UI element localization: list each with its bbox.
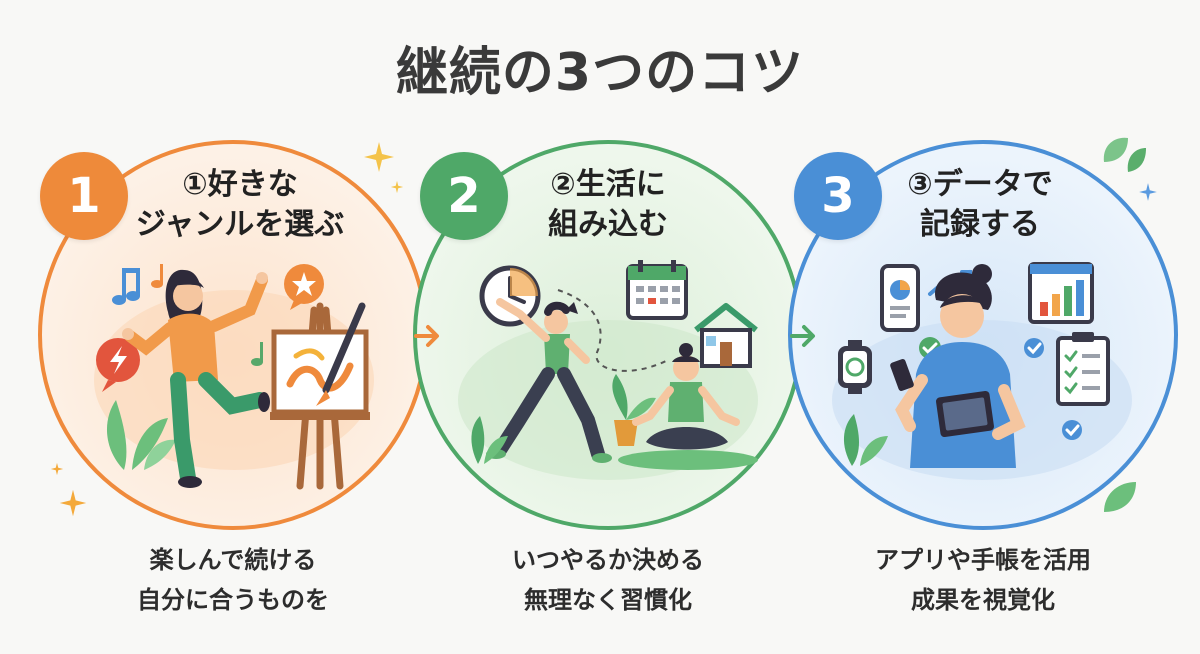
house-icon: [694, 303, 758, 368]
step-number-badge: 3: [794, 152, 882, 240]
step-3-title: ③データで 記録する: [850, 165, 1110, 245]
dancing-person-icon: [122, 269, 270, 488]
smartphone-chart-icon: [880, 264, 920, 332]
plant-icon: [471, 416, 508, 464]
step-title-line: ①好きな: [182, 167, 298, 202]
routine-illustration: [458, 260, 758, 480]
music-note-icon: [112, 268, 140, 305]
star-bubble-icon: [284, 264, 324, 310]
plant-icon: [843, 414, 888, 466]
description-line: 無理なく習慣化: [524, 586, 692, 614]
step-2-title: ②生活に 組み込む: [478, 165, 738, 245]
arrow-right-icon: [790, 325, 815, 347]
lightning-bubble-icon: [96, 338, 140, 392]
meditating-person-icon: [618, 343, 758, 470]
plant-icon: [106, 400, 176, 470]
sparkle-icon: [390, 180, 404, 194]
step-1-title: ①好きな ジャンルを選ぶ: [110, 165, 370, 245]
step-1-description: 楽しんで続ける 自分に合うものを: [63, 540, 403, 620]
potted-plant-icon: [612, 374, 656, 446]
bar-chart-window-icon: [1028, 262, 1094, 324]
step-number-badge: 2: [420, 152, 508, 240]
music-note-icon: [151, 264, 163, 288]
leaf-icon: [1103, 137, 1146, 172]
sparkle-icon: [1139, 183, 1157, 201]
sparkle-icon: [59, 489, 87, 517]
description-line: 自分に合うものを: [137, 586, 329, 614]
tracking-illustration: [832, 262, 1132, 480]
hobby-illustration: [94, 264, 374, 490]
description-line: アプリや手帳を活用: [875, 546, 1091, 574]
clock-icon: [479, 265, 541, 327]
step-2-description: いつやるか決める 無理なく習慣化: [438, 540, 778, 620]
description-line: 成果を視覚化: [911, 586, 1055, 614]
step-title-line: ③データで: [907, 167, 1053, 202]
step-title-line: 組み込む: [548, 207, 668, 242]
calendar-icon: [626, 260, 688, 320]
step-title-line: ②生活に: [550, 167, 666, 202]
leaf-icon: [1104, 482, 1136, 512]
sparkle-icon: [50, 462, 64, 476]
sparkle-icon: [364, 142, 394, 172]
step-title-line: 記録する: [920, 207, 1040, 242]
smartwatch-icon: [838, 340, 872, 394]
check-badge-icon: [1062, 420, 1082, 440]
page-title: 継続の3つのコツ: [395, 43, 805, 103]
person-with-tablet-icon: [890, 264, 1026, 468]
step-3-description: アプリや手帳を活用 成果を視覚化: [813, 540, 1153, 620]
step-title-line: ジャンルを選ぶ: [135, 207, 345, 242]
description-line: 楽しんで続ける: [149, 546, 317, 574]
arrow-right-icon: [414, 325, 439, 347]
check-badge-icon: [1024, 338, 1044, 358]
stretching-person-icon: [486, 298, 612, 463]
music-note-icon: [251, 342, 263, 366]
easel-painting-icon: [270, 302, 370, 490]
checklist-clipboard-icon: [1056, 332, 1110, 406]
step-number-badge: 1: [40, 152, 128, 240]
description-line: いつやるか決める: [512, 546, 704, 574]
